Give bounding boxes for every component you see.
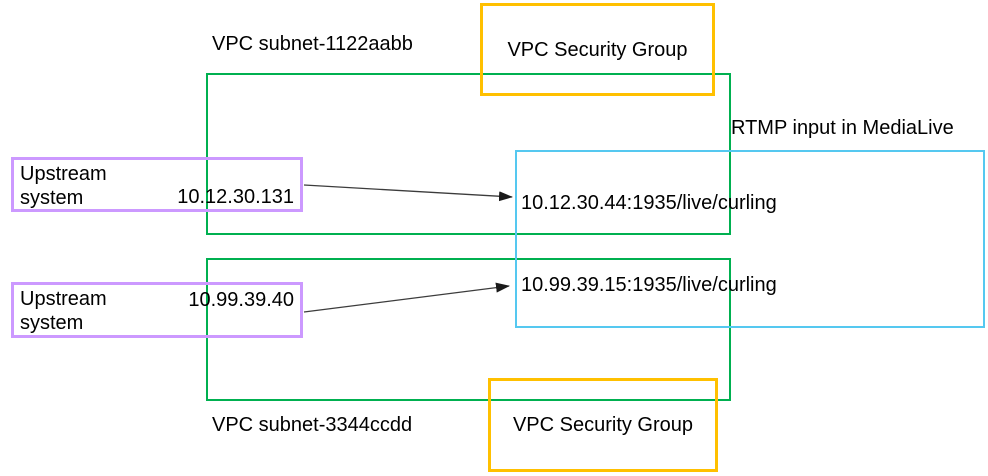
upstream-system-top-box: Upstream system 10.12.30.131 <box>11 157 303 212</box>
upstream-system-top-ip: 10.12.30.131 <box>177 186 294 208</box>
vpc-security-group-bottom-label: VPC Security Group <box>512 414 694 436</box>
vpc-subnet-top-label: VPC subnet-1122aabb <box>212 33 413 55</box>
upstream-system-bottom-name: Upstream system <box>20 288 107 334</box>
vpc-subnet-top-box <box>206 73 731 235</box>
vpc-security-group-bottom-box: VPC Security Group <box>488 378 718 472</box>
medialive-endpoint-bottom: 10.99.39.15:1935/live/curling <box>521 274 777 296</box>
medialive-endpoint-top: 10.12.30.44:1935/live/curling <box>521 192 777 214</box>
vpc-subnet-bottom-box <box>206 258 731 401</box>
upstream-system-top-name: Upstream system <box>20 163 107 209</box>
medialive-rtmp-input-box <box>515 150 985 328</box>
medialive-rtmp-input-label: RTMP input in MediaLive <box>731 117 954 139</box>
vpc-security-group-top-label: VPC Security Group <box>507 38 688 61</box>
vpc-security-group-top-box: VPC Security Group <box>480 3 715 96</box>
upstream-system-bottom-box: Upstream system 10.99.39.40 <box>11 282 303 338</box>
vpc-subnet-bottom-label: VPC subnet-3344ccdd <box>212 414 413 436</box>
upstream-system-bottom-ip: 10.99.39.40 <box>188 289 294 311</box>
